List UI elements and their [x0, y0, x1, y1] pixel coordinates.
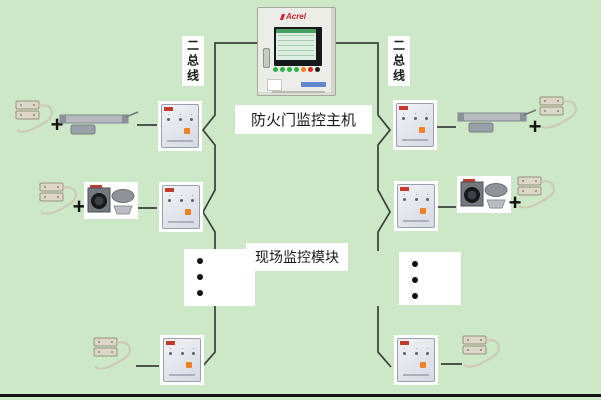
- button-green-1: [273, 67, 278, 72]
- field-module-icon: [393, 100, 437, 150]
- brand-logo: Acrel: [258, 12, 329, 21]
- module-text-line: [403, 220, 429, 222]
- host-label-text: 防火门监控主机: [250, 112, 356, 129]
- bus-label-left: 二总线: [182, 36, 204, 86]
- module-logo-chip: [399, 106, 408, 110]
- cabinet-screen: [274, 27, 322, 66]
- module-led: [186, 362, 192, 368]
- door-closer-icon: [59, 111, 139, 135]
- brand-text: Acrel: [285, 12, 306, 21]
- field-modules-label-text: 现场监控模块: [255, 249, 339, 265]
- bus-label-right-text: 二总线: [391, 38, 406, 84]
- plus-sign: +: [528, 114, 542, 139]
- bus-label-right: 二总线: [388, 36, 410, 86]
- module-logo-chip: [166, 341, 175, 345]
- ellipsis-dot: [197, 258, 203, 264]
- door-holder-magnet-icon: [84, 182, 138, 219]
- bus-label-left-text: 二总线: [185, 38, 200, 84]
- bus-line-left: [201, 42, 258, 368]
- brand-bolt-icon: [279, 13, 286, 20]
- button-orange: [301, 67, 306, 72]
- module-led: [420, 208, 426, 214]
- ellipsis-dot: [197, 290, 203, 296]
- module-indicators: [403, 198, 429, 201]
- field-module-icon: [160, 335, 204, 385]
- bus-line-right: [332, 42, 392, 368]
- cabinet-sticker: [267, 79, 282, 91]
- ellipsis-dot: [412, 293, 418, 299]
- module-led: [420, 362, 426, 368]
- field-module-icon: [159, 182, 203, 232]
- module-text-line: [402, 139, 428, 141]
- module-text-line: [403, 374, 429, 376]
- screen-display: [276, 29, 316, 60]
- module-logo-chip: [400, 341, 409, 345]
- screen-text-lines: [278, 35, 314, 58]
- module-device: [397, 338, 435, 382]
- door-contact-icon: [517, 176, 555, 209]
- button-green-2: [280, 67, 285, 72]
- field-module-icon: [394, 335, 438, 385]
- module-logo-chip: [164, 107, 173, 111]
- cabinet-nameplate: [272, 91, 325, 93]
- ellipsis-dot: [412, 261, 418, 267]
- button-green-3: [287, 67, 292, 72]
- module-text-line: [169, 374, 195, 376]
- door-contact-icon: [15, 100, 53, 133]
- module-device: [396, 103, 434, 147]
- field-module-icon: [158, 101, 202, 151]
- host-cabinet: Acrel: [257, 7, 336, 96]
- module-indicators: [167, 118, 193, 121]
- ellipsis-box-right: [399, 252, 461, 305]
- ellipsis-dots: [399, 252, 418, 299]
- module-logo-chip: [165, 188, 174, 192]
- cabinet-blue-label: [301, 82, 326, 87]
- module-device: [162, 185, 200, 229]
- module-text-line: [167, 140, 193, 142]
- screen-header-bar: [276, 29, 316, 33]
- door-holder-magnet-icon: [457, 176, 511, 213]
- module-logo-chip: [400, 187, 409, 191]
- door-contact-icon: [462, 335, 500, 368]
- plus-sign: +: [72, 194, 86, 219]
- ellipsis-dot: [412, 277, 418, 283]
- button-red: [308, 67, 313, 72]
- module-led: [184, 128, 190, 134]
- module-led: [185, 209, 191, 215]
- button-black: [315, 67, 320, 72]
- module-indicators: [168, 199, 194, 202]
- module-device: [161, 104, 199, 148]
- ellipsis-box-left: [184, 249, 255, 306]
- door-contact-icon: [539, 96, 577, 129]
- field-module-icon: [394, 181, 438, 231]
- door-closer-icon: [457, 109, 537, 133]
- slide-bottom-border: [0, 394, 601, 397]
- door-contact-icon: [39, 182, 77, 215]
- host-label: 防火门监控主机: [235, 105, 372, 134]
- button-green-4: [294, 67, 299, 72]
- cabinet-buttons: [273, 67, 320, 72]
- module-device: [163, 338, 201, 382]
- module-indicators: [169, 352, 195, 355]
- field-modules-label: 现场监控模块: [246, 243, 348, 271]
- plus-sign: +: [508, 190, 522, 215]
- ellipsis-dots: [184, 249, 203, 296]
- module-device: [397, 184, 435, 228]
- module-indicators: [402, 117, 428, 120]
- ellipsis-dot: [197, 274, 203, 280]
- cabinet-handle: [263, 48, 270, 68]
- module-led: [419, 127, 425, 133]
- module-indicators: [403, 352, 429, 355]
- door-contact-icon: [93, 337, 131, 370]
- module-text-line: [168, 221, 194, 223]
